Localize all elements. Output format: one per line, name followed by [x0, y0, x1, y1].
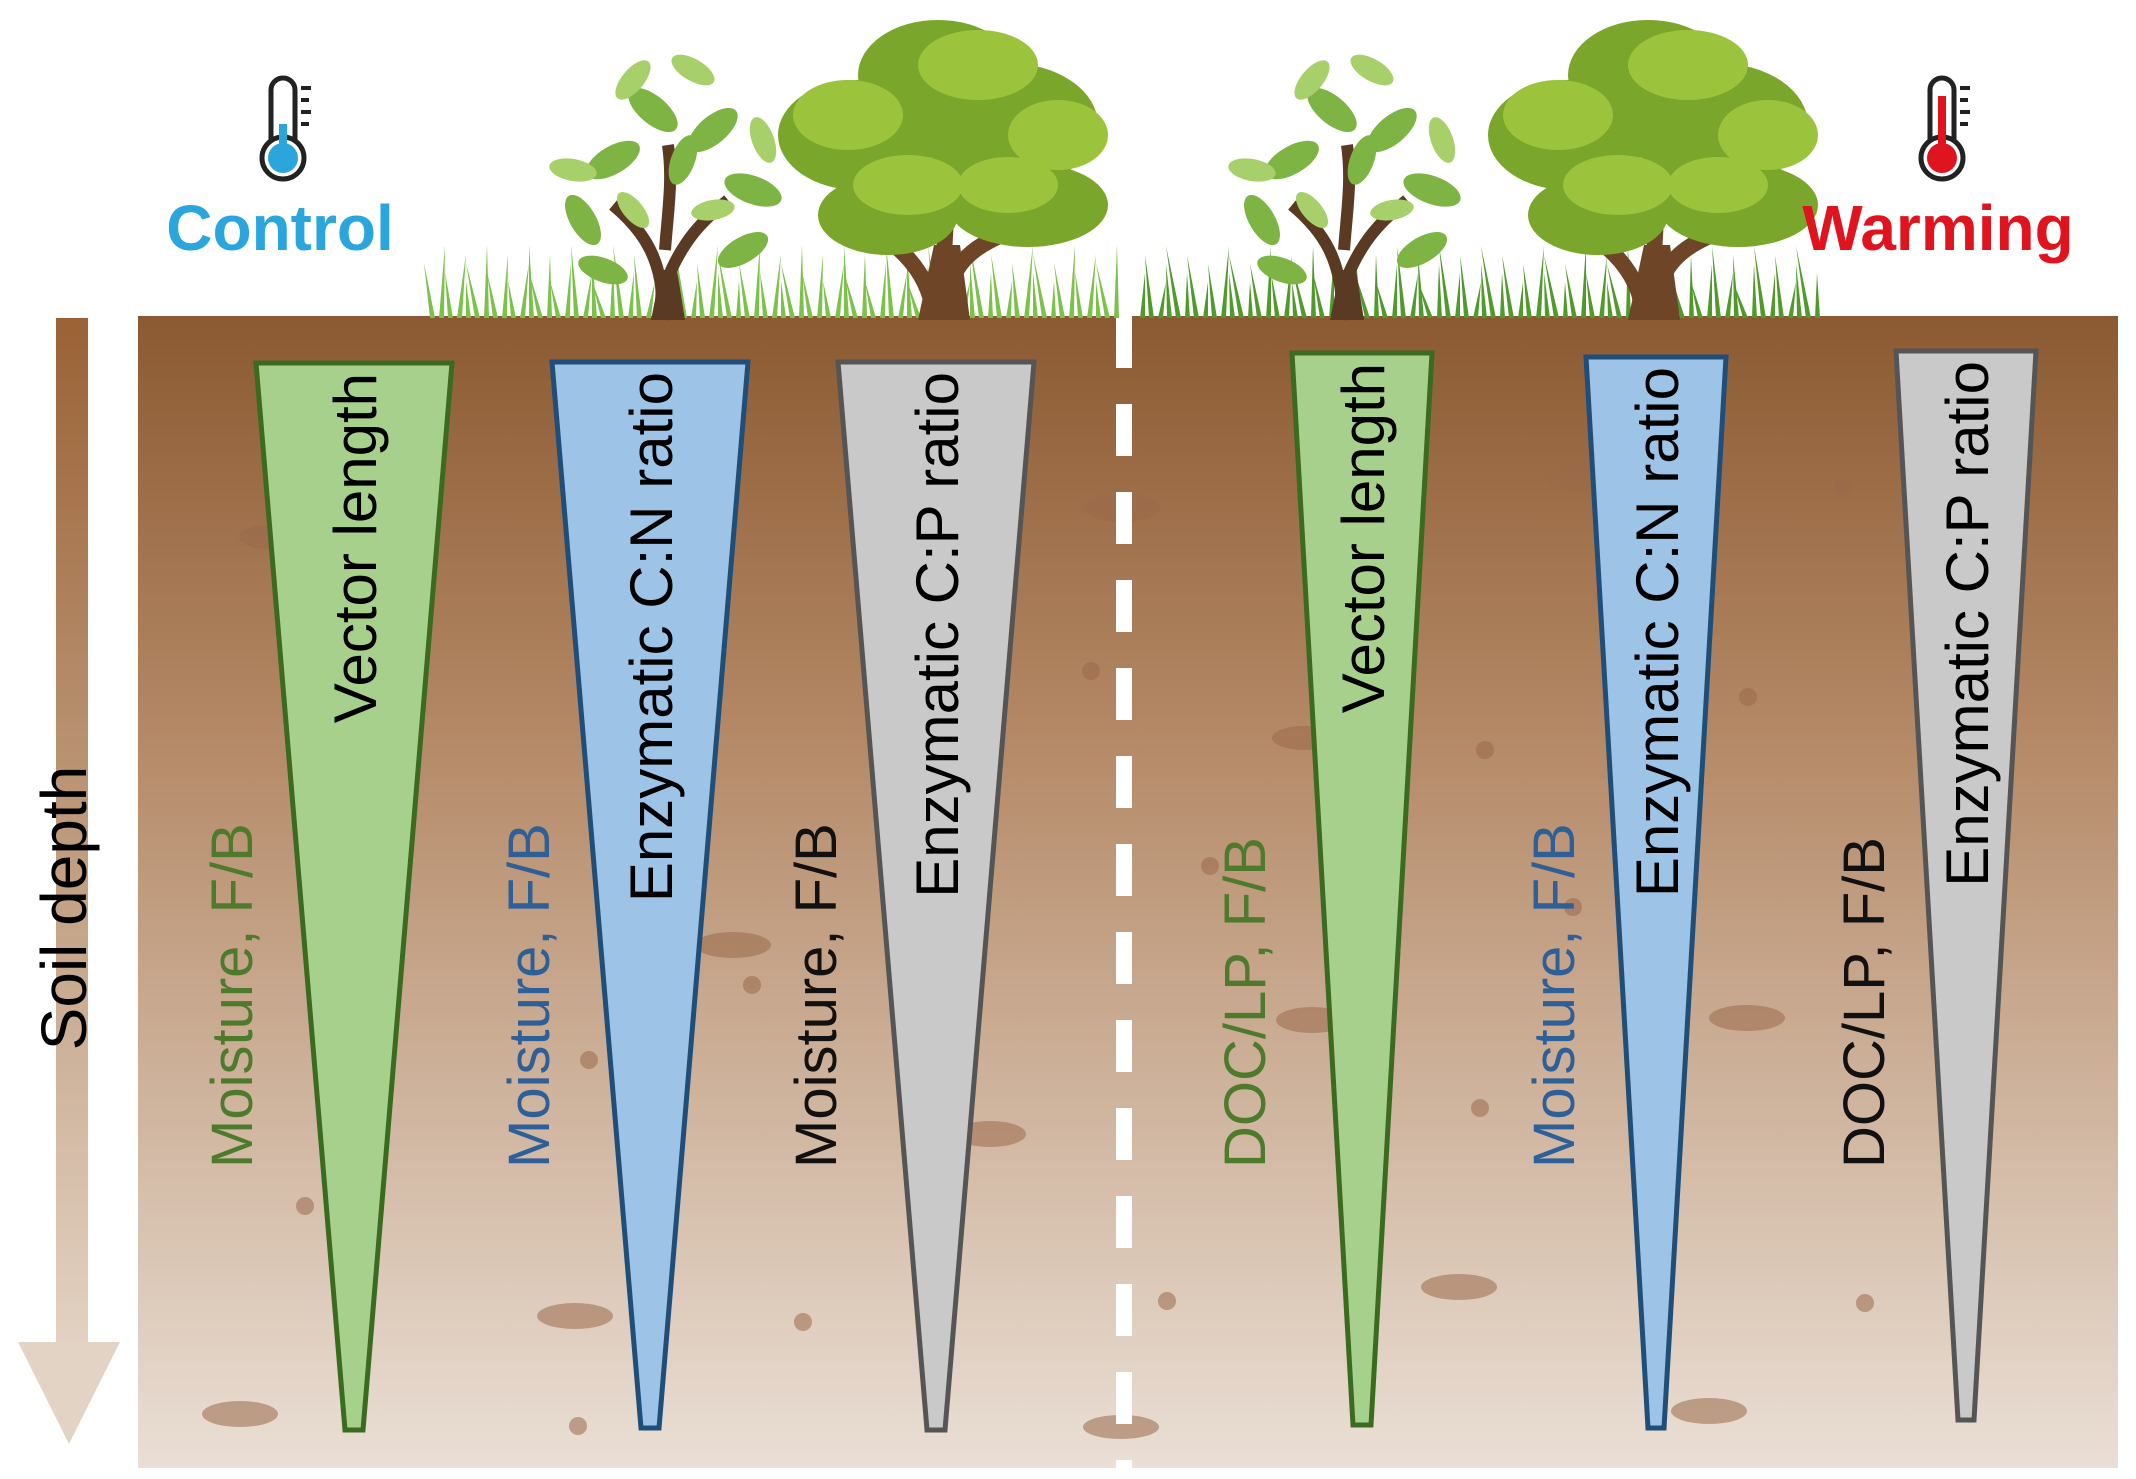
- wedge-label-6: Enzymatic C:P ratio: [1934, 361, 2001, 887]
- wedge-side-label-1: Moisture, F/B: [200, 823, 265, 1168]
- soil-depth-arrow: [18, 318, 120, 1444]
- wedge-side-label-3: Moisture, F/B: [784, 823, 849, 1168]
- wedge-side-label-4: DOC/LP, F/B: [1213, 837, 1278, 1168]
- wedge-label-2: Enzymatic C:N ratio: [618, 372, 685, 902]
- wedge-4: [1289, 350, 1435, 1428]
- wedge-6: [1893, 348, 2039, 1423]
- wedge-label-4: Vector length: [1330, 363, 1397, 713]
- wedge-2: [549, 359, 751, 1431]
- tree-icon: [1228, 54, 1461, 321]
- thermometer-hot-icon: [1918, 75, 1970, 182]
- tree-icon: [778, 20, 1108, 320]
- wedge-label-3: Enzymatic C:P ratio: [904, 372, 971, 898]
- warming-label: Warming: [1802, 192, 2073, 264]
- wedge-side-label-2: Moisture, F/B: [497, 823, 562, 1168]
- wedge-label-1: Vector length: [322, 373, 389, 723]
- wedge-side-label-5: Moisture, F/B: [1522, 823, 1587, 1168]
- soil-depth-label: Soil depth: [28, 766, 100, 1051]
- wedge-side-label-6: DOC/LP, F/B: [1832, 837, 1897, 1168]
- control-label: Control: [166, 192, 394, 264]
- thermometer-cold-icon: [259, 75, 311, 182]
- tree-icon: [1488, 20, 1818, 320]
- wedge-label-5: Enzymatic C:N ratio: [1624, 367, 1691, 897]
- tree-icon: [549, 54, 782, 321]
- wedge-5: [1583, 354, 1729, 1431]
- wedge-3: [835, 359, 1037, 1433]
- wedge-1: [253, 360, 455, 1433]
